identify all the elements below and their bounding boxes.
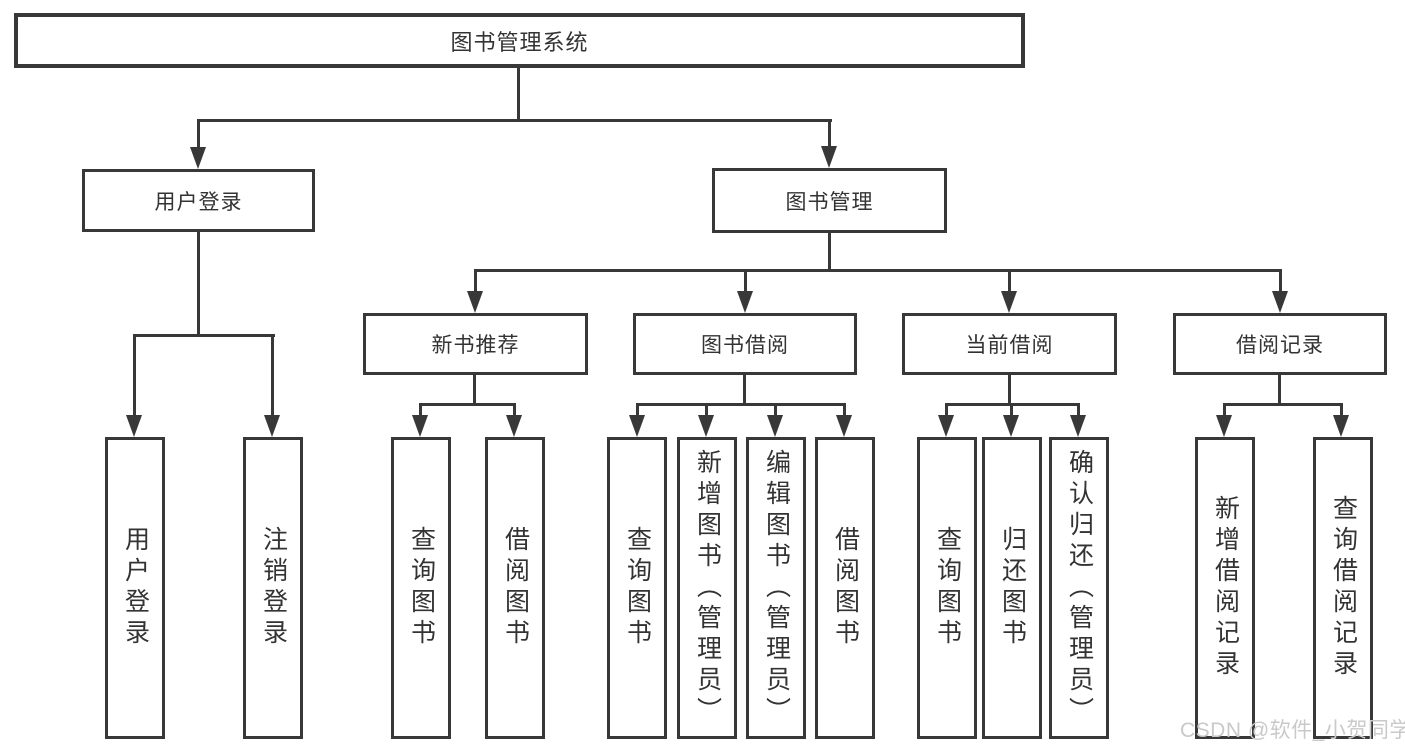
arrow-into-new-book [467,291,483,313]
node-label: 借阅记录 [1236,334,1324,357]
arrow-into-book-borrow [737,291,753,313]
connector-stem-borrow-records [1279,269,1282,293]
leaf-label: 查询图书 [407,526,436,650]
arrow-into-newbook-leaf2 [506,415,522,437]
leaf-label: 注销登录 [259,526,288,650]
arrow-into-records-leaf1 [1216,415,1232,437]
leaf-records-add-record: 新增借阅记录 [1195,437,1255,739]
leaf-logout: 注销登录 [243,437,303,739]
connector-stem-currentborrow-leaf2 [1010,403,1013,417]
csdn-watermark: CSDN @软件_小贺同学 [1180,719,1405,742]
connector-stem-book-manage [828,119,831,150]
leaf-borrow-add-books-admin: 新增图书（管理员） [677,437,737,739]
connector-stem-bookborrow-leaf4 [843,403,846,417]
leaf-borrow-edit-books-admin: 编辑图书（管理员） [746,437,806,739]
leaf-label: 确认归还（管理员） [1065,448,1094,728]
connector-stem-login-leaf2 [271,334,274,417]
arrow-into-book-manage [821,146,837,168]
node-label: 用户登录 [154,190,243,214]
leaf-borrow-query-books: 查询图书 [607,437,667,739]
arrow-into-currentborrow-leaf2 [1003,415,1019,437]
connector-stem-newbook-leaf1 [419,403,422,417]
node-book-manage: 图书管理 [712,168,947,233]
connector-newbook-vertical [473,375,476,406]
connector-root-horizontal [197,119,832,122]
connector-stem-bookborrow-leaf2 [705,403,708,417]
connector-manage-vertical [828,233,831,272]
arrow-into-login-leaf1 [126,415,142,437]
connector-stem-records-leaf2 [1340,403,1343,417]
node-current-borrow: 当前借阅 [902,313,1117,375]
connector-records-horizontal [1223,403,1343,406]
leaf-borrow-borrow-books: 借阅图书 [815,437,875,739]
connector-stem-bookborrow-leaf3 [774,403,777,417]
connector-manage-horizontal [474,269,1281,272]
node-label: 图书管理系统 [450,29,589,55]
connector-stem-login-leaf1 [133,334,136,417]
node-user-login: 用户登录 [82,169,315,232]
arrow-into-borrow-records [1272,291,1288,313]
arrow-into-bookborrow-leaf1 [629,415,645,437]
leaf-label: 新增借阅记录 [1211,495,1240,681]
arrow-into-newbook-leaf1 [412,415,428,437]
arrow-into-bookborrow-leaf4 [836,415,852,437]
connector-login-horizontal [134,334,275,337]
connector-stem-book-borrow [744,269,747,293]
arrow-into-login-leaf2 [264,415,280,437]
leaf-label: 借阅图书 [501,526,530,650]
connector-newbook-horizontal [419,403,516,406]
node-new-book-recommend: 新书推荐 [363,313,588,375]
connector-stem-newbook-leaf2 [513,403,516,417]
leaf-current-return-books: 归还图书 [982,437,1042,739]
arrow-into-user-login [190,147,206,169]
leaf-label: 查询图书 [933,526,962,650]
connector-stem-currentborrow-leaf3 [1077,403,1080,417]
leaf-label: 归还图书 [998,526,1027,650]
leaf-label: 新增图书（管理员） [693,448,722,728]
leaf-label: 编辑图书（管理员） [762,448,791,728]
node-label: 图书管理 [785,190,874,214]
node-label: 图书借阅 [701,334,789,357]
arrow-into-currentborrow-leaf3 [1070,415,1086,437]
connector-stem-current-borrow [1008,269,1011,293]
connector-login-vertical [197,232,200,337]
connector-currentborrow-vertical [1008,375,1011,406]
connector-bookborrow-horizontal [636,403,846,406]
connector-records-vertical [1278,375,1281,406]
connector-stem-currentborrow-leaf1 [945,403,948,417]
leaf-current-confirm-return-admin: 确认归还（管理员） [1049,437,1109,739]
arrow-into-currentborrow-leaf1 [938,415,954,437]
leaf-newbook-borrow-books: 借阅图书 [485,437,545,739]
connector-root-vertical [517,68,520,121]
leaf-label: 查询图书 [623,526,652,650]
node-label: 新书推荐 [431,334,520,357]
connector-stem-new-book [474,269,477,293]
node-borrow-records: 借阅记录 [1173,313,1387,375]
leaf-user-login: 用户登录 [105,437,165,739]
node-root-library-system: 图书管理系统 [14,13,1025,68]
leaf-label: 用户登录 [121,526,150,650]
leaf-newbook-query-books: 查询图书 [391,437,451,739]
node-book-borrow: 图书借阅 [633,313,857,375]
connector-stem-user-login [197,119,200,150]
node-label: 当前借阅 [965,334,1054,357]
connector-stem-records-leaf1 [1223,403,1226,417]
leaf-records-query-record: 查询借阅记录 [1313,437,1373,739]
connector-stem-bookborrow-leaf1 [636,403,639,417]
leaf-current-query-books: 查询图书 [917,437,977,739]
leaf-label: 借阅图书 [831,526,860,650]
leaf-label: 查询借阅记录 [1329,495,1358,681]
connector-bookborrow-vertical [743,375,746,406]
arrow-into-current-borrow [1001,291,1017,313]
arrow-into-bookborrow-leaf2 [698,415,714,437]
arrow-into-records-leaf2 [1333,415,1349,437]
arrow-into-bookborrow-leaf3 [767,415,783,437]
